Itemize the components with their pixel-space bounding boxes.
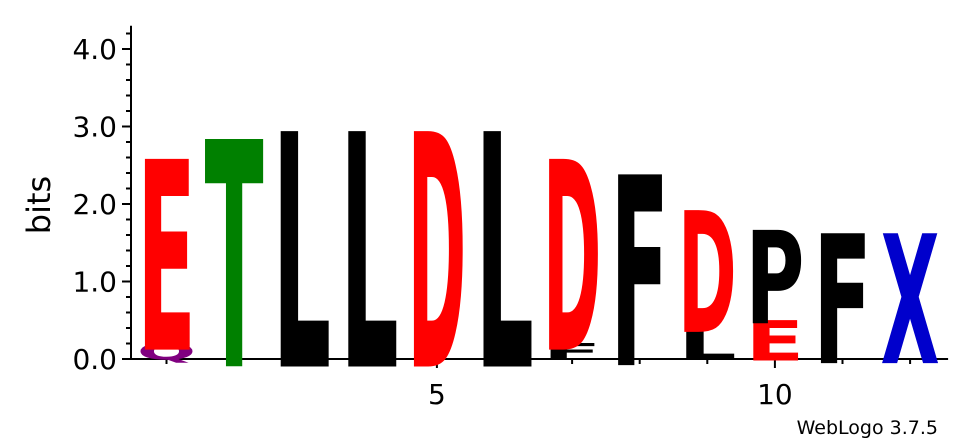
- logo-letter-q: Q: [137, 339, 196, 365]
- weblogo-credit: WebLogo 3.7.5: [797, 417, 938, 439]
- logo-letter-f: F: [813, 199, 872, 406]
- y-tick-label: 4.0: [72, 33, 117, 66]
- y-tick-label: 1.0: [72, 266, 117, 299]
- x-axis: 5 10: [131, 358, 949, 411]
- logo-letter-p: P: [745, 206, 804, 354]
- y-tick-label: 3.0: [72, 111, 117, 144]
- y-tick-label: 0.0: [72, 343, 117, 376]
- logo-letter-x: X: [881, 199, 940, 406]
- logo-letter-l: L: [340, 69, 399, 444]
- logo-letter-l: L: [678, 320, 737, 371]
- y-axis: 0.0 1.0 2.0 3.0 4.0: [72, 25, 132, 376]
- logo-letter-l: L: [272, 69, 331, 444]
- x-tick-label: 10: [757, 378, 793, 411]
- y-axis-label: bits: [20, 176, 58, 234]
- logo-letter-e: E: [745, 310, 804, 374]
- logo-letter-f: F: [543, 339, 602, 365]
- logo-letter-f: F: [610, 122, 669, 427]
- x-tick-label: 5: [428, 378, 446, 411]
- logo-letter-t: T: [205, 77, 264, 439]
- y-tick-label: 2.0: [72, 188, 117, 221]
- logo-letter-l: L: [475, 69, 534, 444]
- logo-letter-d: D: [407, 68, 466, 444]
- logo-letter-d: D: [678, 178, 737, 372]
- logo-letter-d: D: [543, 108, 602, 412]
- logo-letter-e: E: [137, 107, 196, 412]
